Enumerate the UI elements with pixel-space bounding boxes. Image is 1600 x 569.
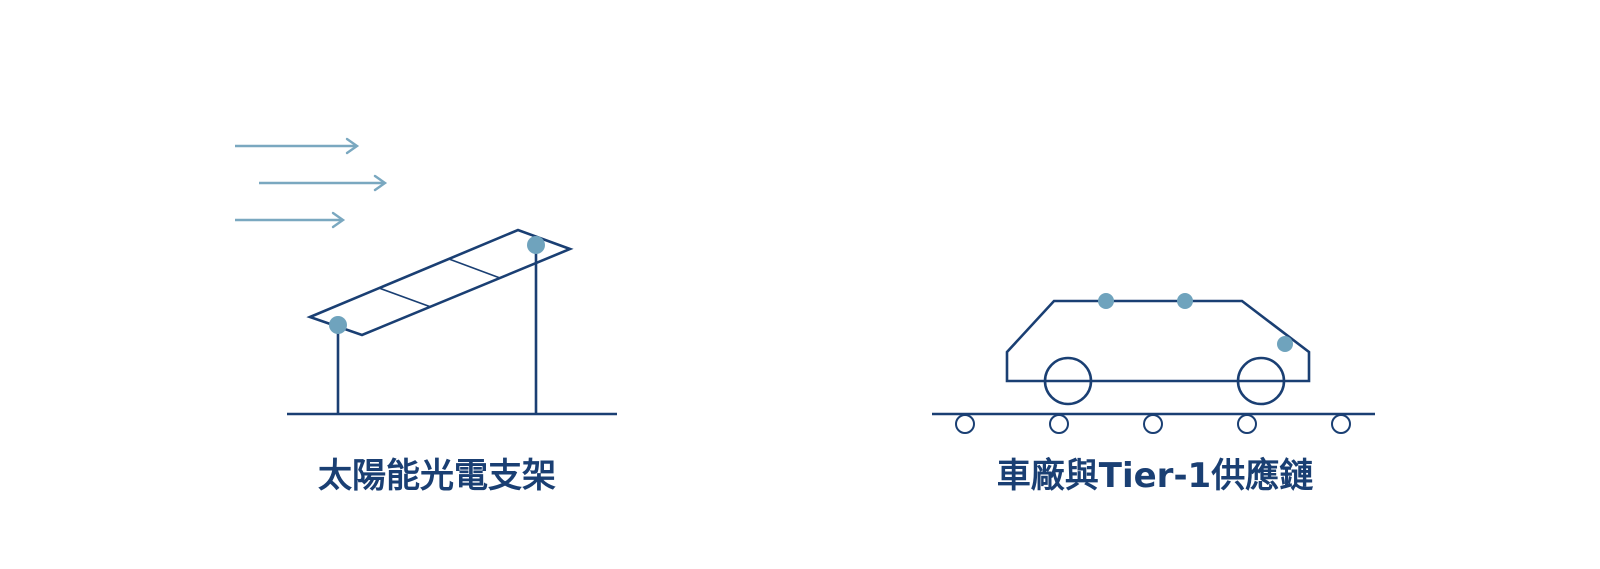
sensor-dot [527,236,545,254]
sensor-dot [1098,293,1114,309]
panel-divider [448,258,501,279]
wind-arrow-icon [259,174,388,192]
car-assembly-line-icon [932,293,1375,434]
conveyor-roller [1049,414,1069,434]
sensor-dot [1177,293,1193,309]
conveyor-roller [1237,414,1257,434]
sensor-dot [1277,336,1293,352]
wind-arrow-icon [235,137,360,155]
conveyor-roller [1331,414,1351,434]
solar-mount-icon [235,137,617,416]
sensor-dot [329,316,347,334]
car-wheel-front [1043,356,1093,406]
caption-solar-mount: 太陽能光電支架 [318,456,556,496]
panel-divider [378,287,432,308]
conveyor-roller [955,414,975,434]
car-wheel-rear [1236,356,1286,406]
caption-automotive-supply-chain: 車廠與Tier-1供應鏈 [996,456,1314,496]
wind-arrow-icon [235,211,346,229]
conveyor-roller [1143,414,1163,434]
car-body [1005,299,1311,383]
wind-arrows [235,137,388,229]
